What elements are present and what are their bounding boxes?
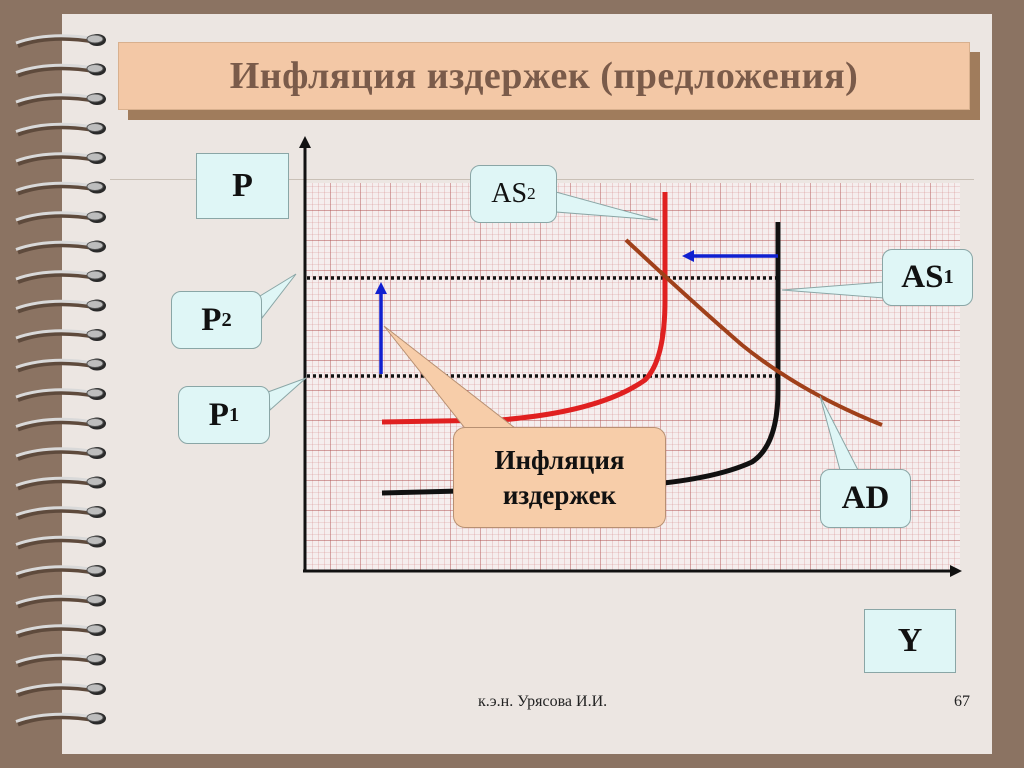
y-axis-label: P bbox=[196, 153, 289, 219]
p1-pointer bbox=[268, 378, 306, 410]
callout-line-2: издержек bbox=[494, 478, 624, 513]
callout-line-1: Инфляция bbox=[494, 443, 624, 478]
p2-pointer bbox=[260, 274, 296, 318]
x-axis-label: Y bbox=[864, 609, 956, 673]
footer-author: к.э.н. Урясова И.И. bbox=[478, 693, 607, 711]
page-number: 67 bbox=[954, 693, 970, 711]
ad-label: AD bbox=[820, 469, 911, 528]
cost-inflation-callout: Инфляция издержек bbox=[453, 427, 666, 528]
